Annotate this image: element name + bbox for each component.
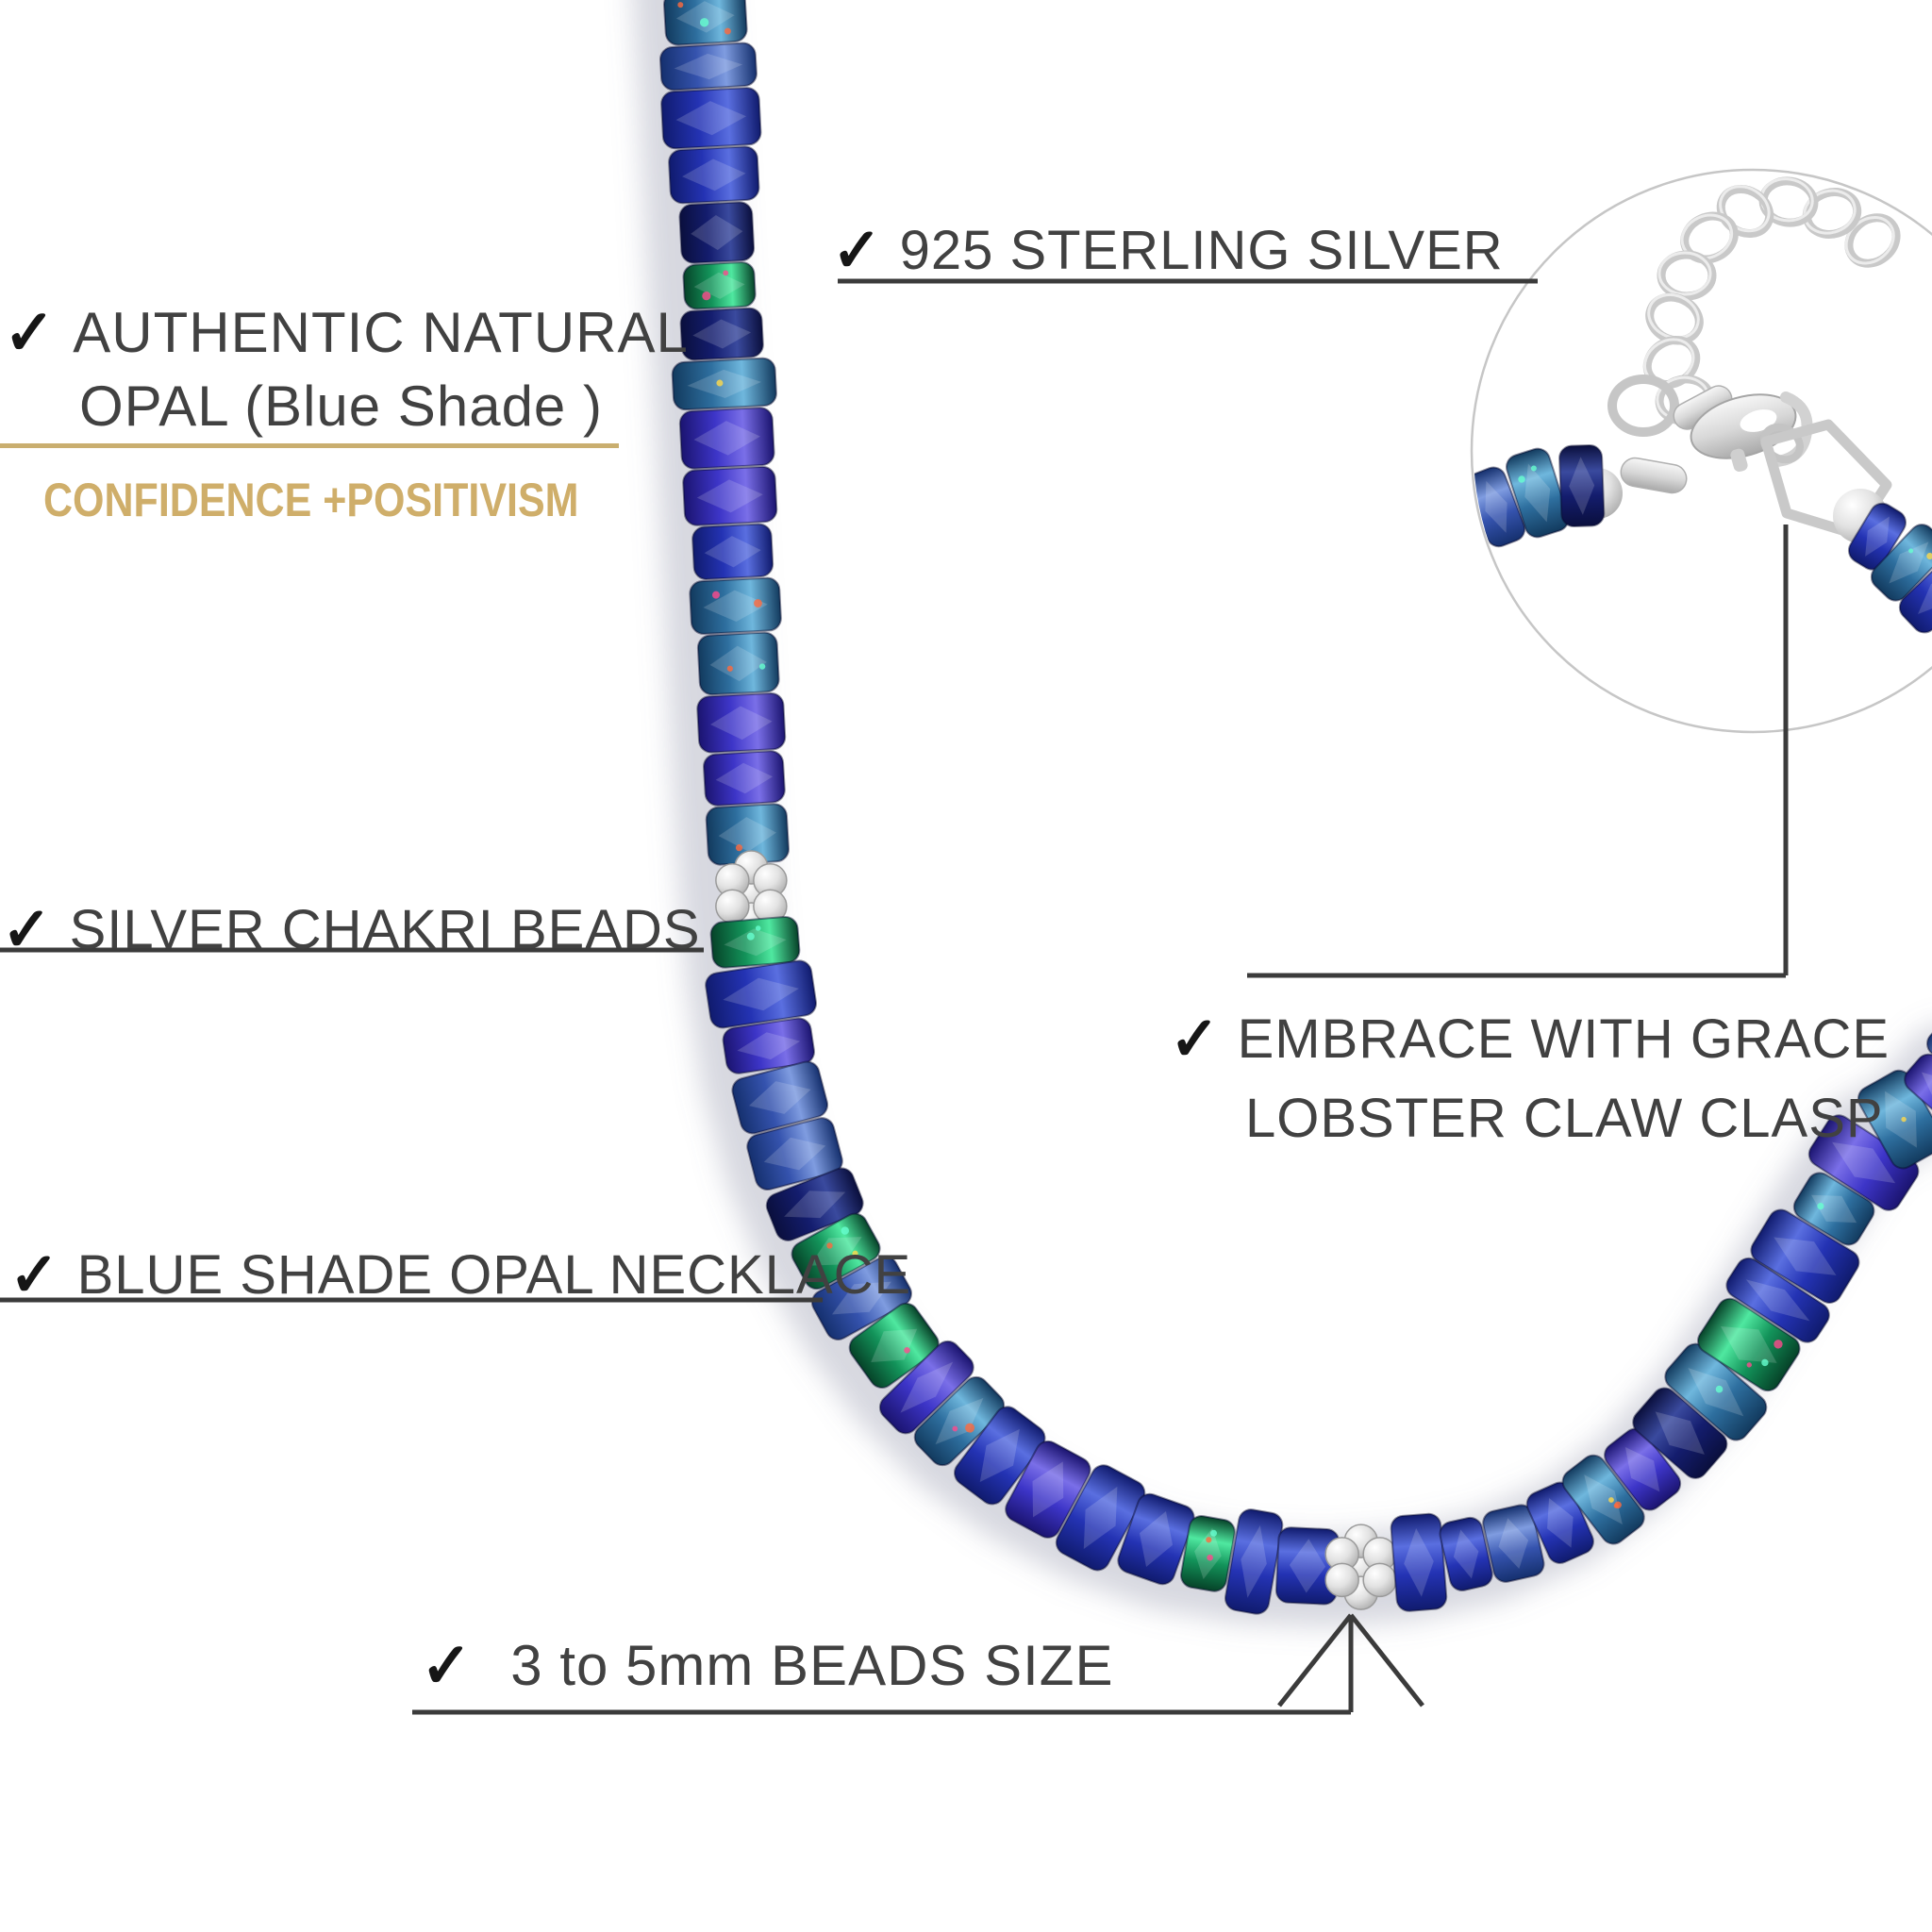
opal-bead bbox=[810, 1256, 912, 1341]
opal-bead bbox=[1870, 524, 1932, 602]
opal-bead bbox=[913, 1375, 1006, 1467]
opal-bead bbox=[1439, 1516, 1493, 1591]
opal-bead bbox=[1506, 447, 1570, 539]
opal-bead bbox=[1792, 1172, 1875, 1246]
opal-bead bbox=[1847, 502, 1907, 571]
opal-bead bbox=[746, 1117, 843, 1191]
opal-bead bbox=[1561, 1454, 1645, 1545]
opal-bead bbox=[1807, 1114, 1920, 1211]
opal-bead bbox=[668, 145, 760, 205]
label-embrace-line1: EMBRACE WITH GRACE bbox=[1237, 1008, 1890, 1070]
silver-chakri-bead bbox=[715, 850, 788, 937]
opal-bead bbox=[1696, 1297, 1801, 1392]
label-925-sterling-silver: ✓ 925 STERLING SILVER bbox=[832, 215, 1504, 287]
label-confidence-positivism: CONFIDENCE +POSITIVISM bbox=[43, 474, 579, 526]
opal-bead bbox=[1725, 1257, 1830, 1343]
silver-chain-ring bbox=[1657, 250, 1717, 301]
opal-bead bbox=[1274, 1526, 1341, 1606]
opal-bead bbox=[848, 1302, 940, 1389]
opal-bead bbox=[1857, 1069, 1932, 1170]
opal-bead bbox=[791, 1212, 881, 1291]
connector-lines bbox=[0, 278, 1789, 1715]
label-silver-chakri-beads: ✓ SILVER CHAKRI BEADS bbox=[2, 894, 701, 966]
silver-chakri-bead bbox=[1324, 1524, 1397, 1610]
label-blue-shade-opal-necklace: ✓ BLUE SHADE OPAL NECKLACE bbox=[9, 1240, 912, 1311]
checkmark-icon: ✓ bbox=[9, 1241, 60, 1309]
opal-bead bbox=[731, 1060, 829, 1135]
label-beadsize-text: 3 to 5mm BEADS SIZE bbox=[510, 1634, 1114, 1697]
bead-arrow-right-leg bbox=[1349, 1613, 1424, 1707]
opal-bead bbox=[678, 407, 775, 470]
opal-bead bbox=[696, 691, 787, 754]
opal-bead bbox=[659, 42, 758, 92]
opal-bead bbox=[662, 0, 748, 46]
checkmark-icon: ✓ bbox=[2, 895, 53, 964]
opal-bead bbox=[1632, 1387, 1728, 1479]
opal-bead bbox=[689, 576, 782, 635]
opal-bead bbox=[682, 261, 757, 310]
clasp-detail-inset bbox=[1470, 168, 1932, 734]
opal-bead bbox=[1180, 1515, 1236, 1592]
opal-bead bbox=[1604, 1427, 1682, 1511]
label-chakri-text: SILVER CHAKRI BEADS bbox=[69, 899, 701, 960]
opal-bead bbox=[660, 87, 762, 150]
opal-bead bbox=[696, 631, 780, 696]
opal-bead bbox=[1664, 1342, 1768, 1441]
opal-bead bbox=[954, 1406, 1046, 1506]
label-sterling-text: 925 STERLING SILVER bbox=[899, 220, 1504, 281]
silver-chain-ring bbox=[1680, 211, 1739, 264]
label-lobster-claw-clasp: ✓ EMBRACE WITH GRACE LOBSTER CLAW CLASP bbox=[1170, 1000, 1890, 1158]
opal-bead bbox=[679, 307, 764, 361]
label-beads-size: ✓ 3 to 5mm BEADS SIZE bbox=[421, 1630, 1114, 1702]
clasp-attach-ring bbox=[1607, 375, 1679, 437]
checkmark-icon: ✓ bbox=[420, 1629, 474, 1701]
bead-arrow-left-leg bbox=[1277, 1613, 1353, 1707]
opal-bead bbox=[691, 523, 774, 580]
opal-bead bbox=[1055, 1464, 1146, 1572]
opal-bead bbox=[1558, 443, 1606, 528]
opal-bead bbox=[671, 357, 777, 411]
opal-bead bbox=[705, 803, 790, 866]
opal-bead bbox=[682, 465, 778, 526]
opal-bead bbox=[1390, 1512, 1448, 1612]
label-authentic-line2: OPAL (Blue Shade ) bbox=[79, 375, 603, 438]
opal-bead bbox=[1482, 1504, 1545, 1583]
opal-bead bbox=[705, 959, 818, 1029]
opal-bead bbox=[878, 1340, 974, 1435]
label-blueshade-text: BLUE SHADE OPAL NECKLACE bbox=[76, 1244, 912, 1306]
label-authentic-natural-opal: ✓ AUTHENTIC NATURAL OPAL (Blue Shade ) bbox=[4, 296, 689, 443]
opal-bead bbox=[765, 1167, 864, 1241]
opal-bead bbox=[709, 915, 801, 969]
opal-bead bbox=[678, 201, 756, 264]
opal-bead bbox=[1117, 1492, 1195, 1586]
opal-bead bbox=[1005, 1440, 1091, 1539]
silver-crimp-bar bbox=[1620, 457, 1688, 494]
opal-necklace-strand bbox=[659, 0, 1932, 1615]
gold-divider-rule bbox=[0, 443, 619, 448]
checkmark-icon: ✓ bbox=[3, 296, 57, 368]
opal-bead bbox=[1750, 1208, 1860, 1304]
checkmark-icon: ✓ bbox=[832, 216, 883, 285]
opal-bead bbox=[703, 750, 786, 807]
label-embrace-line2: LOBSTER CLAW CLASP bbox=[1245, 1088, 1884, 1149]
checkmark-icon: ✓ bbox=[1170, 1005, 1221, 1074]
opal-bead bbox=[1224, 1508, 1284, 1615]
opal-bead bbox=[722, 1017, 815, 1074]
opal-bead bbox=[1898, 553, 1932, 634]
label-authentic-line1: AUTHENTIC NATURAL bbox=[73, 301, 689, 364]
